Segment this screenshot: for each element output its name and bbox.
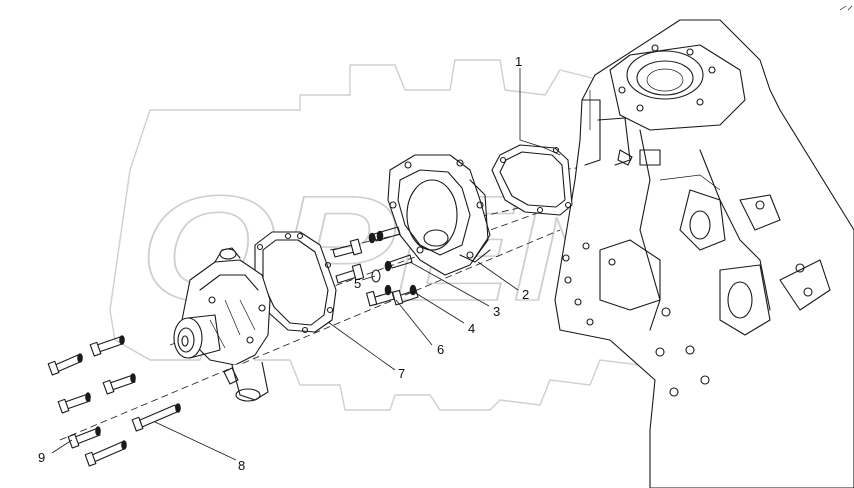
- callout-7: 7: [398, 366, 405, 381]
- pump-housing-cover: [387, 154, 491, 276]
- gasket-middle: [254, 231, 337, 334]
- callout-6: 6: [437, 342, 444, 357]
- water-pump: [173, 247, 271, 402]
- bolts-housing: [332, 226, 419, 307]
- gasket-upper: [491, 144, 573, 216]
- callout-2: 2: [522, 287, 529, 302]
- callout-5: 5: [354, 276, 361, 291]
- callout-3: 3: [493, 304, 500, 319]
- bolts-pump: [47, 335, 181, 467]
- callout-9: 9: [38, 450, 45, 465]
- callout-4: 4: [468, 321, 475, 336]
- callout-1: 1: [515, 54, 522, 69]
- callout-8: 8: [238, 458, 245, 473]
- engine-block: [554, 19, 854, 488]
- callout-labels: 1 2 3 4 5 6 7 8 9: [38, 54, 529, 473]
- corner-mark: [839, 5, 853, 11]
- leader-lines: [51, 68, 561, 461]
